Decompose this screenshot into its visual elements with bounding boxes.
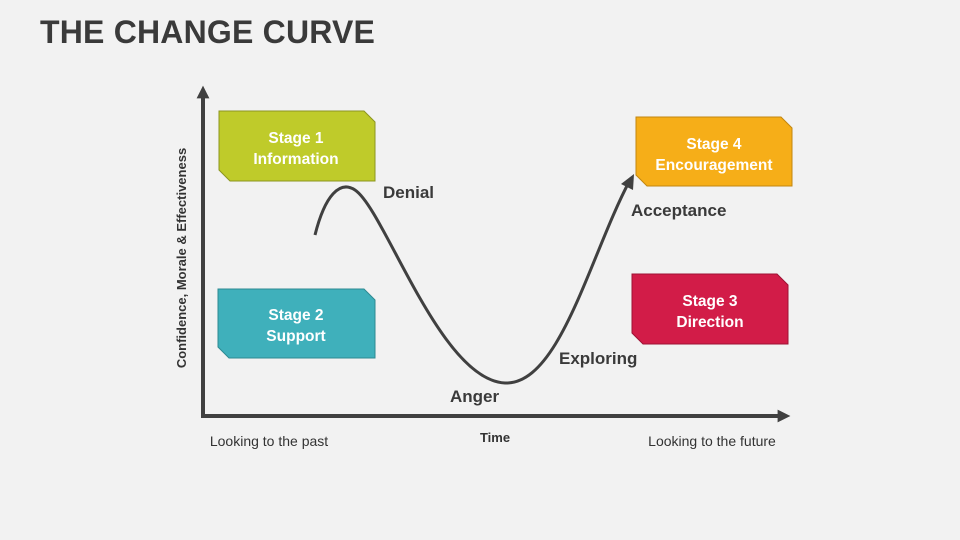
stage-1-label: Stage 1	[268, 130, 324, 147]
stage-3-label: Stage 3	[682, 293, 738, 310]
stage-box-3: Stage 3 Direction	[631, 273, 789, 345]
page-title: THE CHANGE CURVE	[40, 14, 376, 50]
curve-label-anger: Anger	[450, 387, 500, 406]
stage-box-2: Stage 2 Support	[217, 288, 376, 359]
curve-label-exploring: Exploring	[559, 349, 637, 368]
stage-4-label: Stage 4	[686, 136, 742, 153]
curve-label-denial: Denial	[383, 183, 434, 202]
x-axis-left-label: Looking to the past	[210, 433, 328, 449]
stage-2-label: Stage 2	[268, 307, 323, 324]
stage-2-name: Support	[266, 328, 325, 345]
stage-3-name: Direction	[676, 314, 743, 331]
change-curve	[313, 179, 632, 385]
stage-box-1: Stage 1 Information	[218, 110, 376, 182]
curve-label-acceptance: Acceptance	[631, 201, 726, 220]
x-axis-title: Time	[480, 430, 510, 445]
curve-arrowhead	[621, 174, 634, 190]
x-axis-right-label: Looking to the future	[648, 433, 776, 449]
stage-4-name: Encouragement	[655, 157, 772, 174]
stage-1-name: Information	[253, 151, 338, 168]
stage-box-4: Stage 4 Encouragement	[635, 116, 793, 187]
y-axis-title: Confidence, Morale & Effectiveness	[174, 148, 189, 368]
